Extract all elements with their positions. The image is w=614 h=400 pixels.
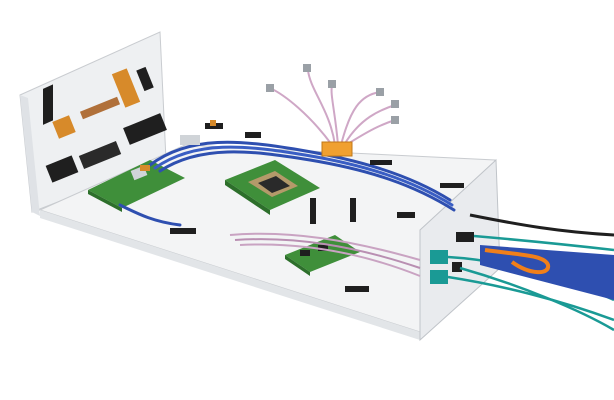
- rear-connectors: [43, 66, 167, 183]
- pcb-right: [285, 235, 360, 276]
- black-cable: [469, 213, 614, 237]
- tray-components: [140, 120, 464, 292]
- mid-cables: [229, 232, 421, 277]
- orange-header: [321, 141, 353, 157]
- blue-ribbon: [480, 245, 614, 300]
- sma-connectors: [266, 64, 399, 124]
- pcb-center: [225, 160, 320, 215]
- blue-cables: [118, 140, 456, 227]
- orange-loop-cable: [484, 248, 551, 275]
- front-connectors: [430, 232, 474, 284]
